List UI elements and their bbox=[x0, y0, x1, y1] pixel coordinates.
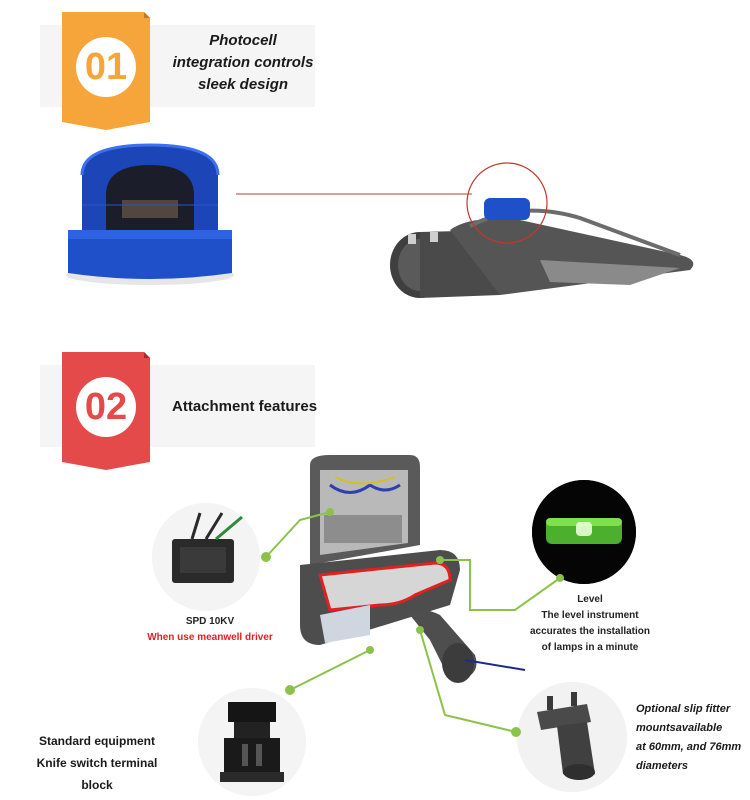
section2-number: 02 bbox=[84, 386, 128, 428]
standard-label: Standard equipment Knife switch terminal… bbox=[22, 730, 172, 796]
section1-line-3: sleek design bbox=[197, 76, 289, 93]
terminal-block-icon bbox=[198, 688, 306, 796]
spd-label: SPD 10KV When use meanwell driver bbox=[140, 614, 280, 646]
spd-subtitle: When use meanwell driver bbox=[147, 632, 273, 643]
section1-number: 01 bbox=[84, 46, 128, 88]
level-line-2: The level instrument bbox=[541, 610, 639, 621]
standard-line-2: Knife switch terminal block bbox=[36, 756, 158, 792]
photocell-connector-line bbox=[236, 193, 472, 195]
slip-fitter-circle bbox=[517, 682, 627, 792]
fixture-open-image bbox=[300, 455, 526, 683]
section1-line-1: Photocell bbox=[209, 32, 277, 49]
section1-line-2: integration controls bbox=[172, 54, 314, 71]
optional-line-2: mountsavailable bbox=[636, 722, 723, 734]
section1-text: Photocell integration controls sleek des… bbox=[168, 30, 318, 96]
spd-title: SPD 10KV bbox=[185, 616, 235, 627]
level-line-3: accurates the installation bbox=[529, 626, 651, 637]
section2-ribbon bbox=[62, 352, 150, 470]
terminal-block-circle bbox=[198, 688, 306, 796]
optional-line-1: Optional slip fitter bbox=[636, 703, 731, 715]
level-line-1: Level bbox=[577, 594, 603, 605]
level-circle bbox=[532, 480, 636, 584]
section2-title: Attachment features bbox=[172, 398, 318, 415]
level-line-4: of lamps in a minute bbox=[541, 642, 639, 653]
optional-line-4: diameters bbox=[636, 760, 688, 772]
level-label: Level The level instrument accurates the… bbox=[525, 592, 655, 656]
street-lamp-image bbox=[390, 162, 694, 298]
photocell-image bbox=[66, 143, 234, 285]
slip-fitter-icon bbox=[517, 682, 627, 792]
spd-circle bbox=[152, 503, 260, 611]
standard-line-1: Standard equipment bbox=[38, 734, 155, 748]
section1-ribbon bbox=[62, 12, 150, 130]
optional-label: Optional slip fitter mountsavailable at … bbox=[636, 700, 748, 776]
spd-module-icon bbox=[152, 503, 260, 611]
optional-line-3: at 60mm, and 76mm bbox=[636, 741, 742, 753]
level-vial-icon bbox=[532, 480, 636, 584]
